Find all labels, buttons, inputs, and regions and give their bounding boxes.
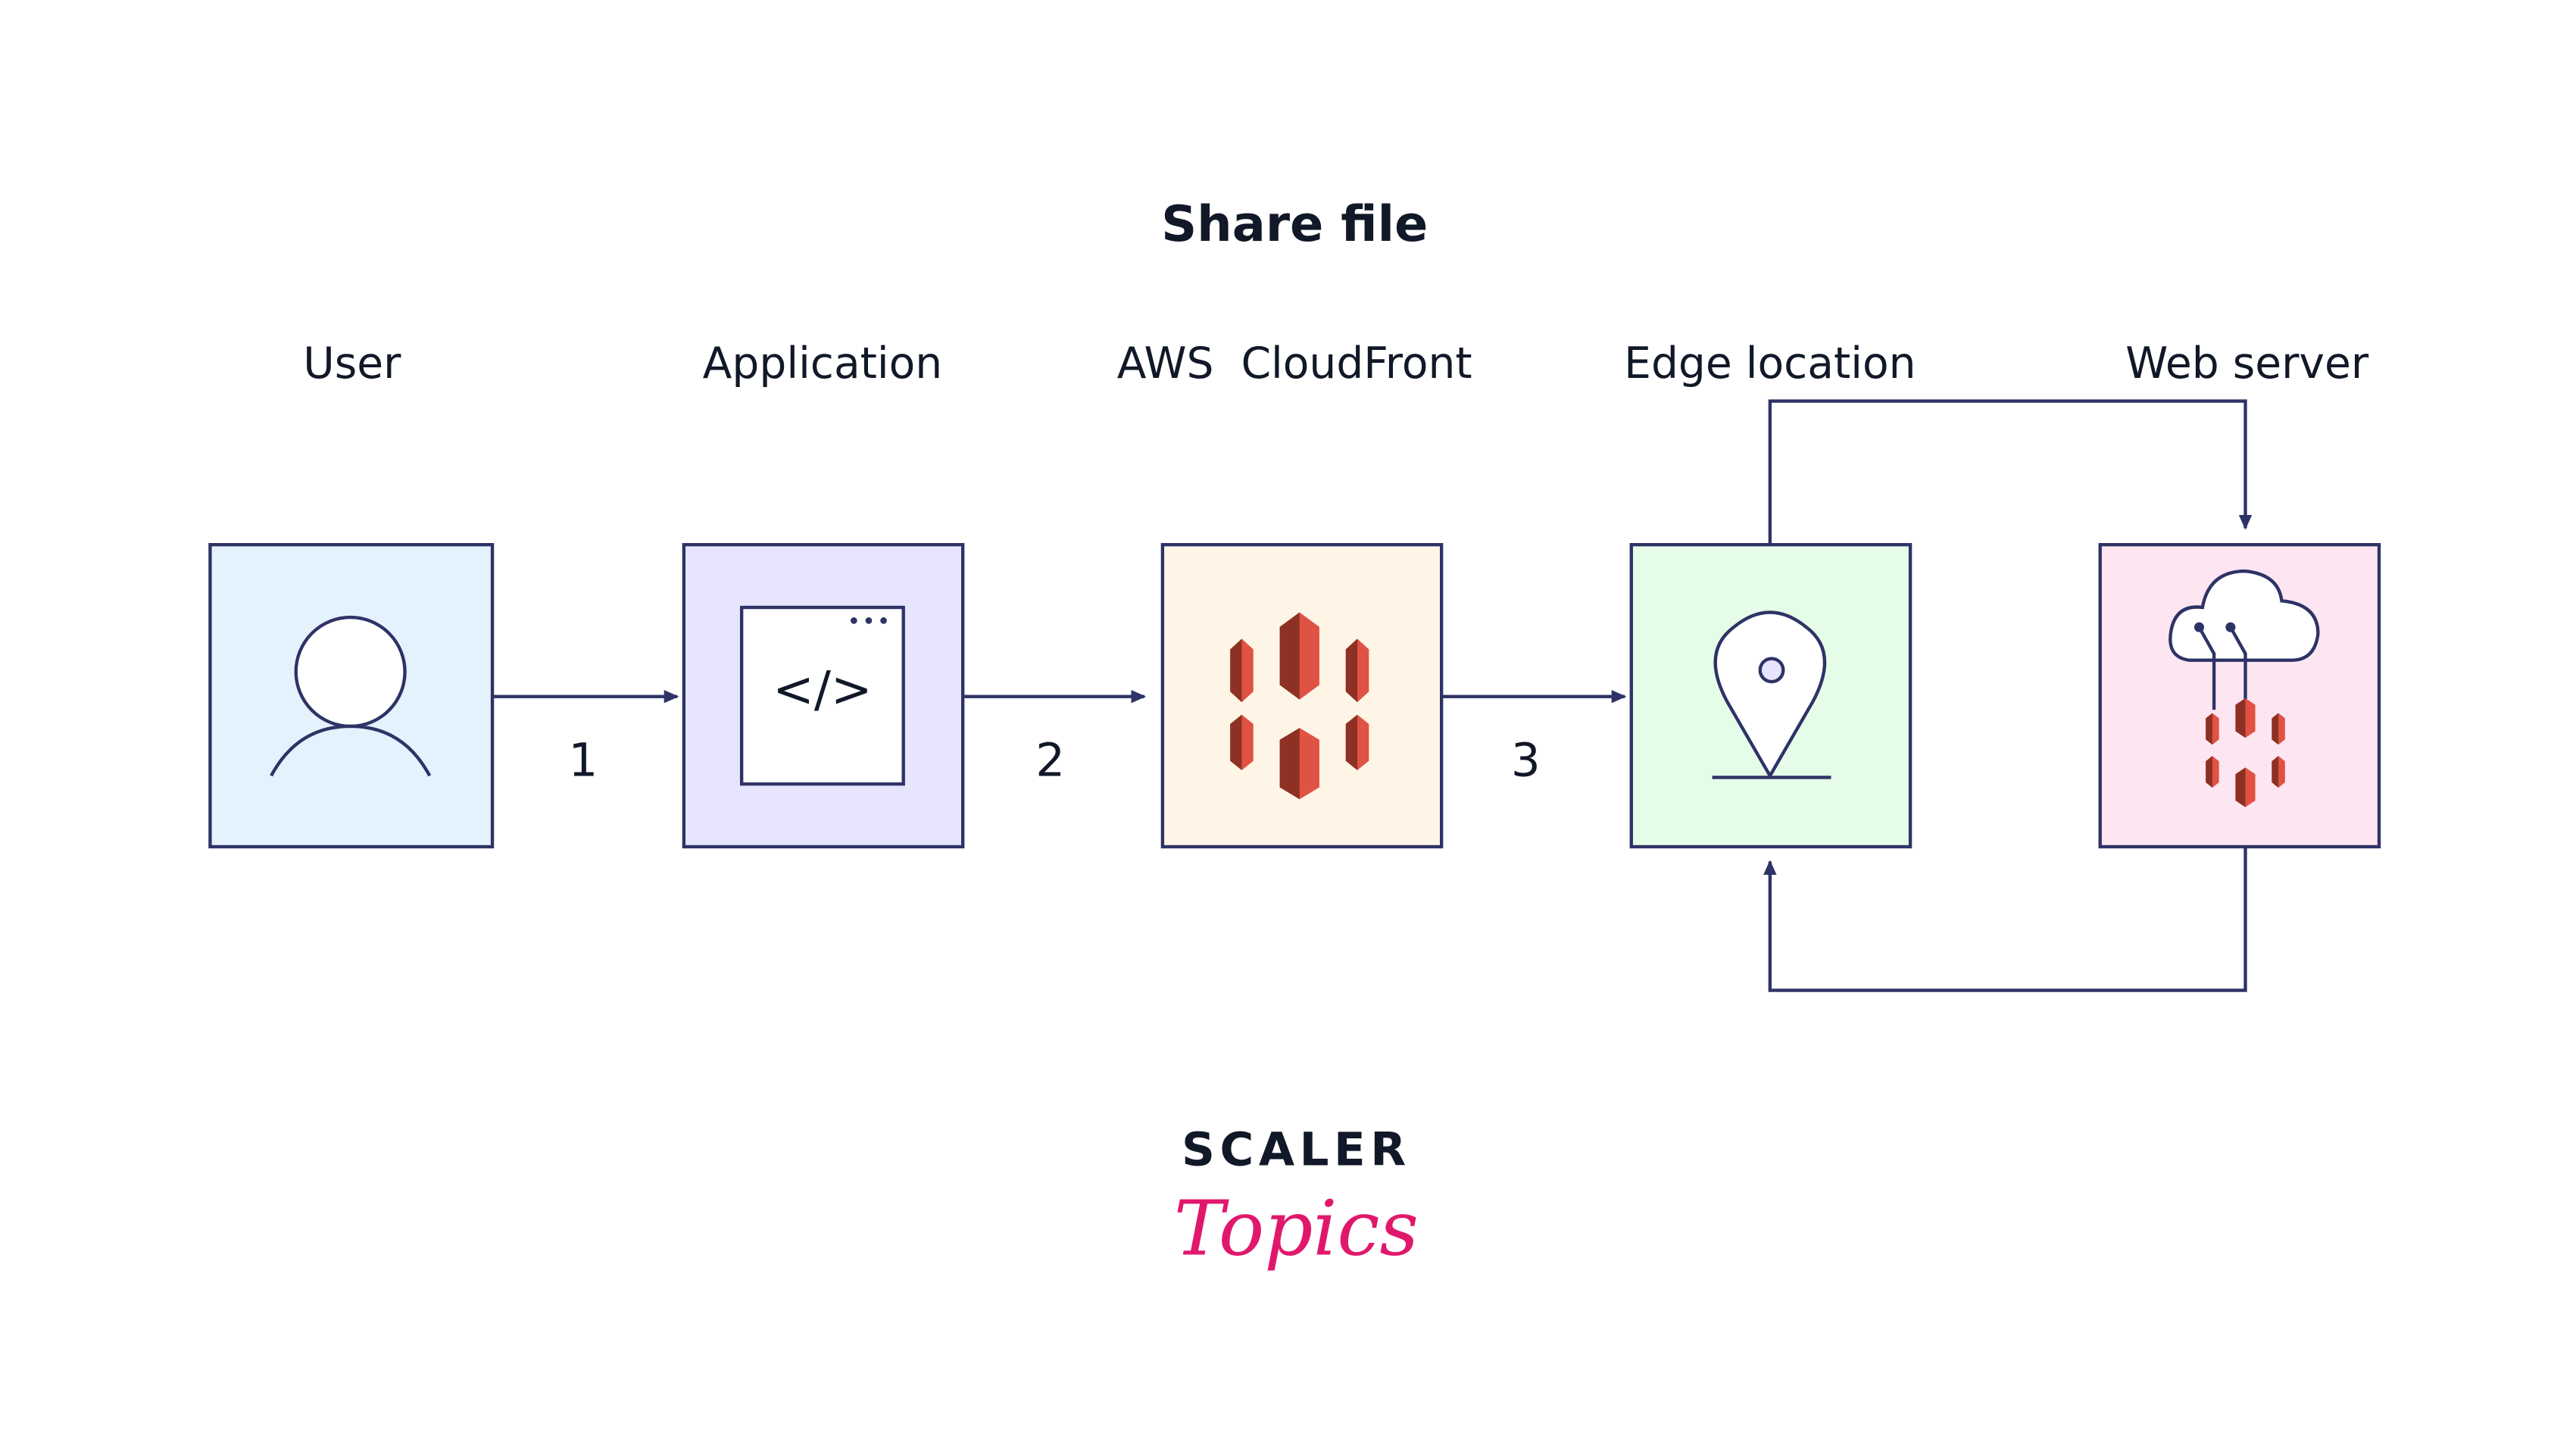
cloud-server-icon — [2169, 569, 2320, 807]
user-icon — [270, 615, 432, 777]
label-edge-location: Edge location — [1624, 339, 1916, 389]
step-3: 3 — [1511, 733, 1541, 787]
code-glyph: </> — [773, 661, 873, 719]
label-application: Application — [703, 339, 943, 389]
diagram-title: Share file — [1161, 195, 1428, 253]
map-pin-icon — [1712, 610, 1831, 779]
logo-topics: Topics — [1174, 1184, 1419, 1272]
label-web-server: Web server — [2125, 339, 2369, 389]
step-2: 2 — [1035, 733, 1065, 787]
label-user: User — [303, 339, 401, 389]
code-window-icon: </> — [739, 605, 905, 786]
logo-scaler: SCALER — [1182, 1123, 1411, 1177]
step-1: 1 — [569, 733, 598, 787]
scaler-topics-logo: SCALER Topics — [1174, 1123, 1419, 1273]
arrow-server-to-edge — [1763, 846, 2247, 992]
arrow-edge-to-server — [1768, 399, 2253, 545]
label-cloudfront: AWS CloudFront — [1117, 339, 1472, 389]
